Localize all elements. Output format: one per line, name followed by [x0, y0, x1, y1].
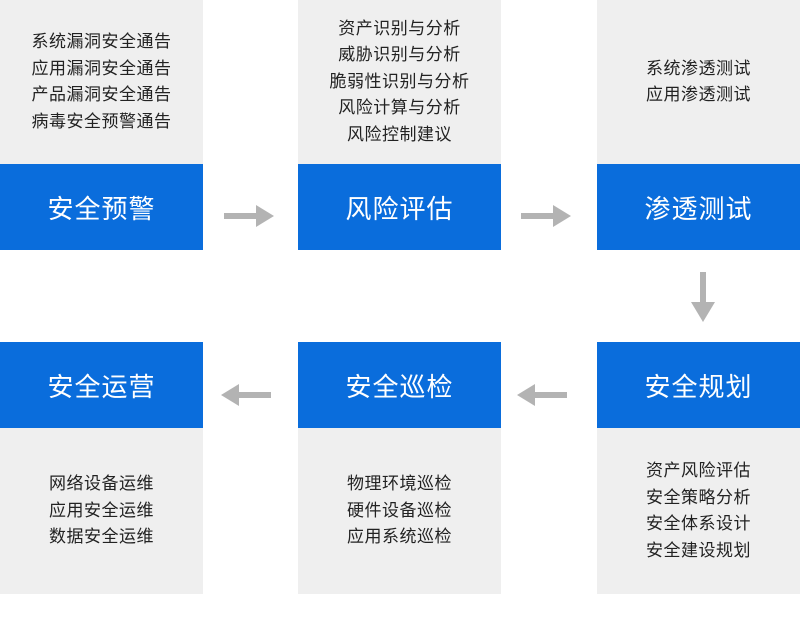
step-item: 病毒安全预警通告: [31, 111, 172, 132]
arrow-down-icon: [691, 272, 715, 322]
step-item: 物理环境巡检: [347, 474, 452, 495]
step-title-risk-assessment: 风险评估: [298, 164, 501, 250]
step-card-security-inspection: 安全巡检 物理环境巡检 硬件设备巡检 应用系统巡检: [298, 342, 501, 594]
step-item: 安全建设规划: [646, 540, 751, 561]
arrow-left-icon: [517, 384, 567, 406]
step-item: 应用系统巡检: [347, 527, 452, 548]
step-card-risk-assessment: 资产识别与分析 威胁识别与分析 脆弱性识别与分析 风险计算与分析 风险控制建议 …: [298, 0, 501, 250]
step-title-security-planning: 安全规划: [597, 342, 800, 428]
step-title-security-warning: 安全预警: [0, 164, 203, 250]
step-item: 脆弱性识别与分析: [329, 71, 470, 92]
step-item: 应用渗透测试: [646, 85, 751, 105]
step-item: 安全体系设计: [646, 514, 751, 534]
step-item: 数据安全运维: [49, 527, 154, 548]
step-item: 安全策略分析: [646, 487, 751, 508]
arrow-right-icon: [521, 205, 571, 227]
step-title-penetration-test: 渗透测试: [597, 164, 800, 250]
step-item: 威胁识别与分析: [338, 45, 461, 66]
step-item: 资产识别与分析: [338, 18, 461, 39]
step-card-security-planning: 安全规划 资产风险评估 安全策略分析 安全体系设计 安全建设规划: [597, 342, 800, 594]
step-item: 风险控制建议: [347, 124, 452, 145]
arrow-right-icon: [224, 205, 274, 227]
step-title-security-operations: 安全运营: [0, 342, 203, 428]
arrow-left-icon: [221, 384, 271, 406]
step-item: 应用漏洞安全通告: [31, 58, 172, 79]
step-item: 网络设备运维: [49, 474, 154, 495]
step-card-penetration-test: 系统渗透测试 应用渗透测试 渗透测试: [597, 0, 800, 250]
step-item: 硬件设备巡检: [347, 500, 452, 521]
step-item: 产品漏洞安全通告: [31, 85, 172, 105]
step-items-list: 物理环境巡检 硬件设备巡检 应用系统巡检: [298, 428, 501, 594]
step-title-security-inspection: 安全巡检: [298, 342, 501, 428]
step-items-list: 网络设备运维 应用安全运维 数据安全运维: [0, 428, 203, 594]
step-item: 系统漏洞安全通告: [31, 32, 172, 52]
step-items-list: 资产识别与分析 威胁识别与分析 脆弱性识别与分析 风险计算与分析 风险控制建议: [298, 0, 501, 164]
step-items-list: 系统漏洞安全通告 应用漏洞安全通告 产品漏洞安全通告 病毒安全预警通告: [0, 0, 203, 164]
step-item: 应用安全运维: [49, 500, 154, 521]
step-items-list: 系统渗透测试 应用渗透测试: [597, 0, 800, 164]
step-item: 资产风险评估: [646, 461, 751, 481]
step-item: 风险计算与分析: [338, 98, 461, 119]
step-items-list: 资产风险评估 安全策略分析 安全体系设计 安全建设规划: [597, 428, 800, 594]
step-item: 系统渗透测试: [646, 58, 751, 79]
step-card-security-operations: 安全运营 网络设备运维 应用安全运维 数据安全运维: [0, 342, 203, 594]
step-card-security-warning: 系统漏洞安全通告 应用漏洞安全通告 产品漏洞安全通告 病毒安全预警通告 安全预警: [0, 0, 203, 250]
